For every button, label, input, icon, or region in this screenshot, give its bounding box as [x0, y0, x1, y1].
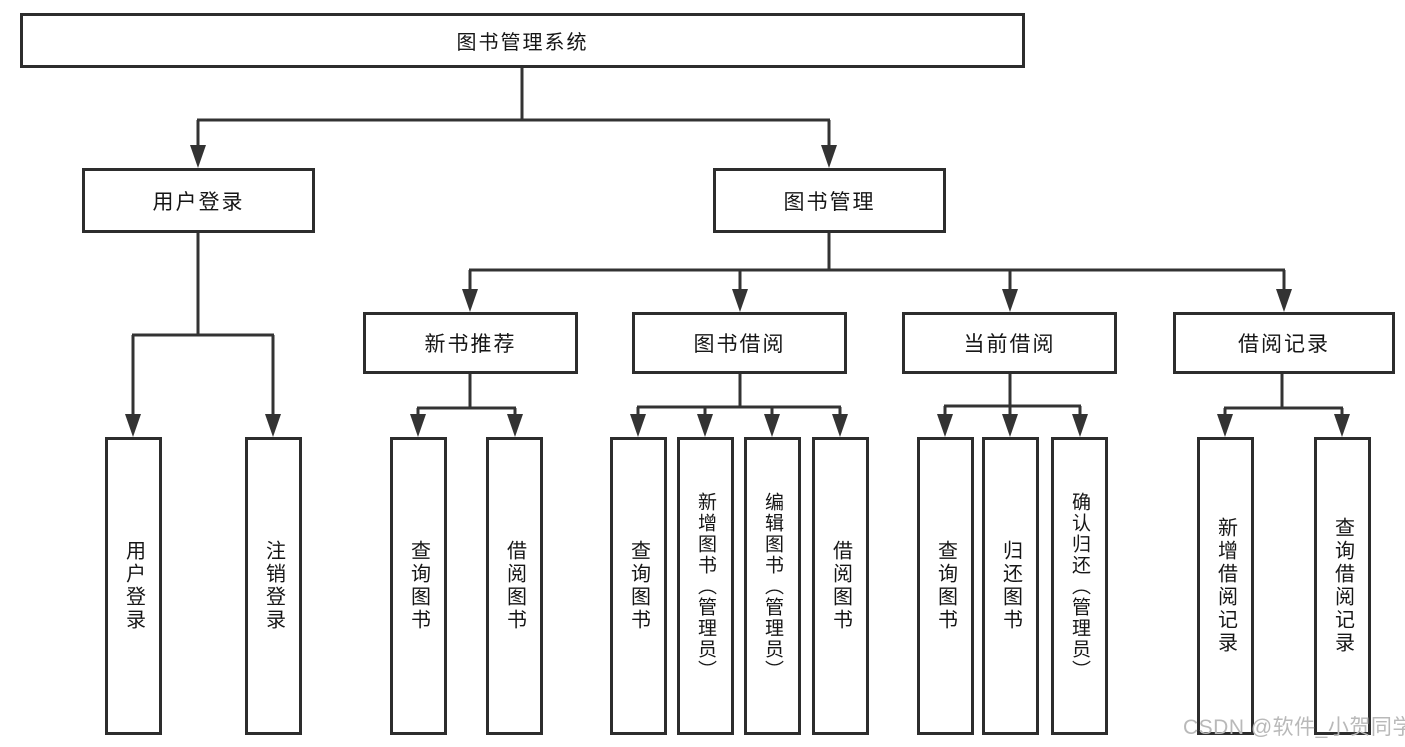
leaf-borrow-books-2: 借阅图书	[812, 437, 869, 735]
connector-user-login	[125, 233, 281, 437]
node-book-borrow: 图书借阅	[632, 312, 847, 374]
node-label: 借阅记录	[1238, 333, 1330, 356]
leaf-confirm-return-admin: 确认归还（管理员）	[1051, 437, 1108, 735]
node-label: 新书推荐	[424, 333, 517, 356]
leaf-edit-book-admin: 编辑图书（管理员）	[744, 437, 801, 735]
leaf-add-borrow-record: 新增借阅记录	[1197, 437, 1254, 735]
node-label: 编辑图书（管理员）	[762, 491, 783, 681]
connector-book-borrow	[630, 374, 848, 437]
leaf-logout: 注销登录	[245, 437, 302, 735]
node-label: 图书管理系统	[456, 32, 589, 54]
leaf-borrow-books-recommend: 借阅图书	[486, 437, 543, 735]
connector-borrow-records	[1217, 374, 1350, 437]
connector-root	[190, 68, 837, 168]
connector-book-management	[462, 233, 1292, 312]
leaf-query-books-recommend: 查询图书	[390, 437, 447, 735]
node-label: 查询图书	[934, 540, 957, 632]
node-borrow-records: 借阅记录	[1173, 312, 1395, 374]
leaf-user-login: 用户登录	[105, 437, 162, 735]
node-book-management: 图书管理	[713, 168, 946, 233]
node-label: 借阅图书	[829, 540, 852, 632]
leaf-return-book: 归还图书	[982, 437, 1039, 735]
node-label: 新增借阅记录	[1214, 517, 1237, 655]
leaf-query-books-borrow: 查询图书	[610, 437, 667, 735]
connector-new-book-recommend	[410, 374, 523, 437]
node-label: 注销登录	[262, 540, 285, 632]
leaf-add-book-admin: 新增图书（管理员）	[677, 437, 734, 735]
node-user-login: 用户登录	[82, 168, 315, 233]
node-label: 当前借阅	[963, 333, 1056, 356]
node-label: 新增图书（管理员）	[695, 491, 716, 681]
node-system-root: 图书管理系统	[20, 13, 1025, 68]
node-current-borrow: 当前借阅	[902, 312, 1117, 374]
node-label: 确认归还（管理员）	[1069, 491, 1090, 681]
node-label: 归还图书	[999, 540, 1022, 632]
node-label: 查询借阅记录	[1331, 517, 1354, 655]
connector-current-borrow	[937, 374, 1088, 437]
node-label: 图书借阅	[693, 333, 786, 356]
leaf-query-books-current: 查询图书	[917, 437, 974, 735]
node-label: 查询图书	[407, 540, 430, 632]
node-label: 图书管理	[783, 190, 876, 214]
leaf-query-borrow-record: 查询借阅记录	[1314, 437, 1371, 735]
node-label: 查询图书	[627, 540, 650, 632]
node-label: 用户登录	[122, 540, 145, 632]
node-label: 借阅图书	[503, 540, 526, 632]
watermark: CSDN @软件_小贺同学	[1183, 716, 1405, 739]
node-new-book-recommend: 新书推荐	[363, 312, 578, 374]
node-label: 用户登录	[152, 190, 245, 214]
